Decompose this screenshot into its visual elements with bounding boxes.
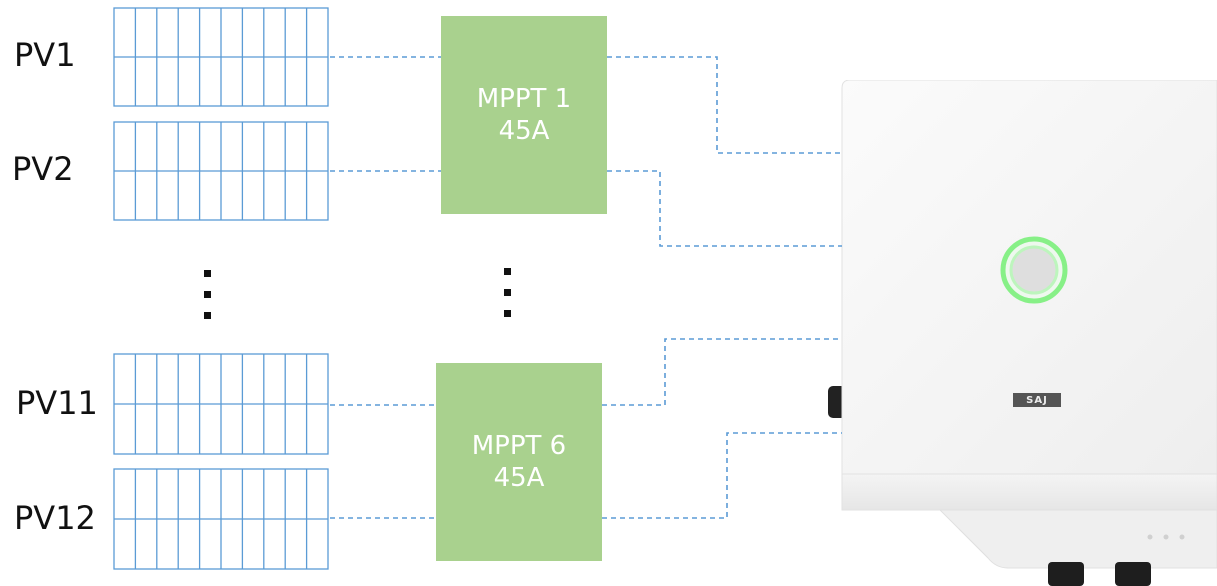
inverter-image bbox=[828, 80, 1217, 586]
mppt-6-current: 45A bbox=[493, 463, 545, 493]
wire-mppt1-inverter-a bbox=[607, 56, 842, 154]
pv-label-pv11: PV11 bbox=[16, 384, 98, 422]
inverter-brand-label: SAJ bbox=[1013, 393, 1061, 407]
pv-label-pv1: PV1 bbox=[14, 36, 76, 74]
mppt-1-current: 45A bbox=[498, 116, 550, 146]
mppt-box-6: MPPT 6 45A bbox=[436, 363, 602, 561]
pv-panel-11 bbox=[113, 353, 329, 455]
wire-mppt6-inverter-a bbox=[602, 338, 842, 406]
wire-mppt1-inverter-b bbox=[607, 170, 842, 247]
mppt-6-name: MPPT 6 bbox=[471, 430, 567, 461]
mppt-1-name: MPPT 1 bbox=[476, 83, 572, 114]
ellipsis-mppt-icon bbox=[504, 268, 512, 331]
pv-panel-2 bbox=[113, 121, 329, 221]
pv-label-pv12: PV12 bbox=[14, 499, 96, 537]
pv-panel-12 bbox=[113, 468, 329, 570]
wire-mppt6-inverter-b bbox=[602, 432, 842, 519]
ellipsis-pv-icon bbox=[204, 270, 212, 333]
pv-panel-1 bbox=[113, 7, 329, 107]
mppt-box-1: MPPT 1 45A bbox=[441, 16, 607, 214]
pv-label-pv2: PV2 bbox=[12, 150, 74, 188]
